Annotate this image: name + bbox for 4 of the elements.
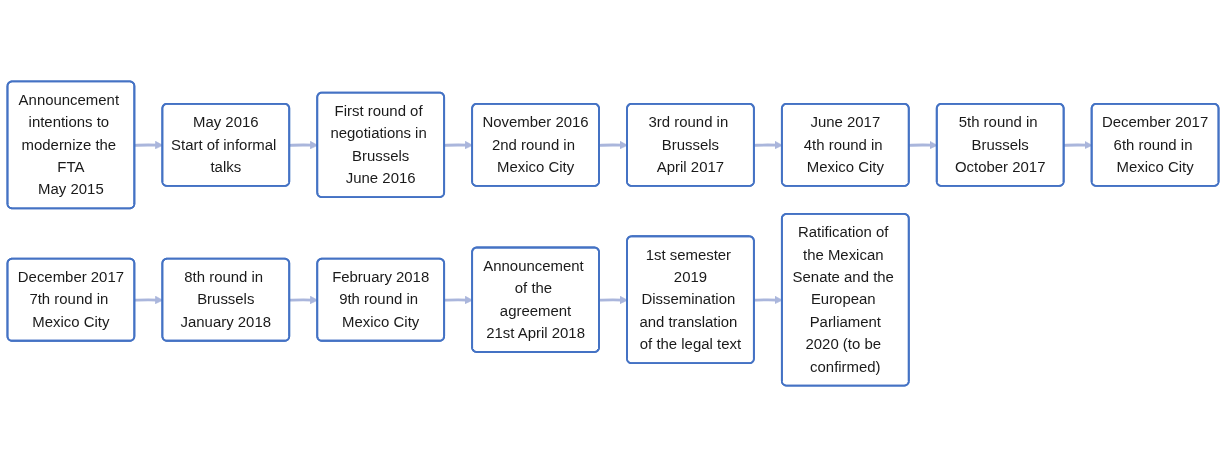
arrow [599, 295, 628, 305]
arrow [444, 141, 473, 150]
arrow [599, 141, 628, 150]
arrow [444, 295, 473, 305]
